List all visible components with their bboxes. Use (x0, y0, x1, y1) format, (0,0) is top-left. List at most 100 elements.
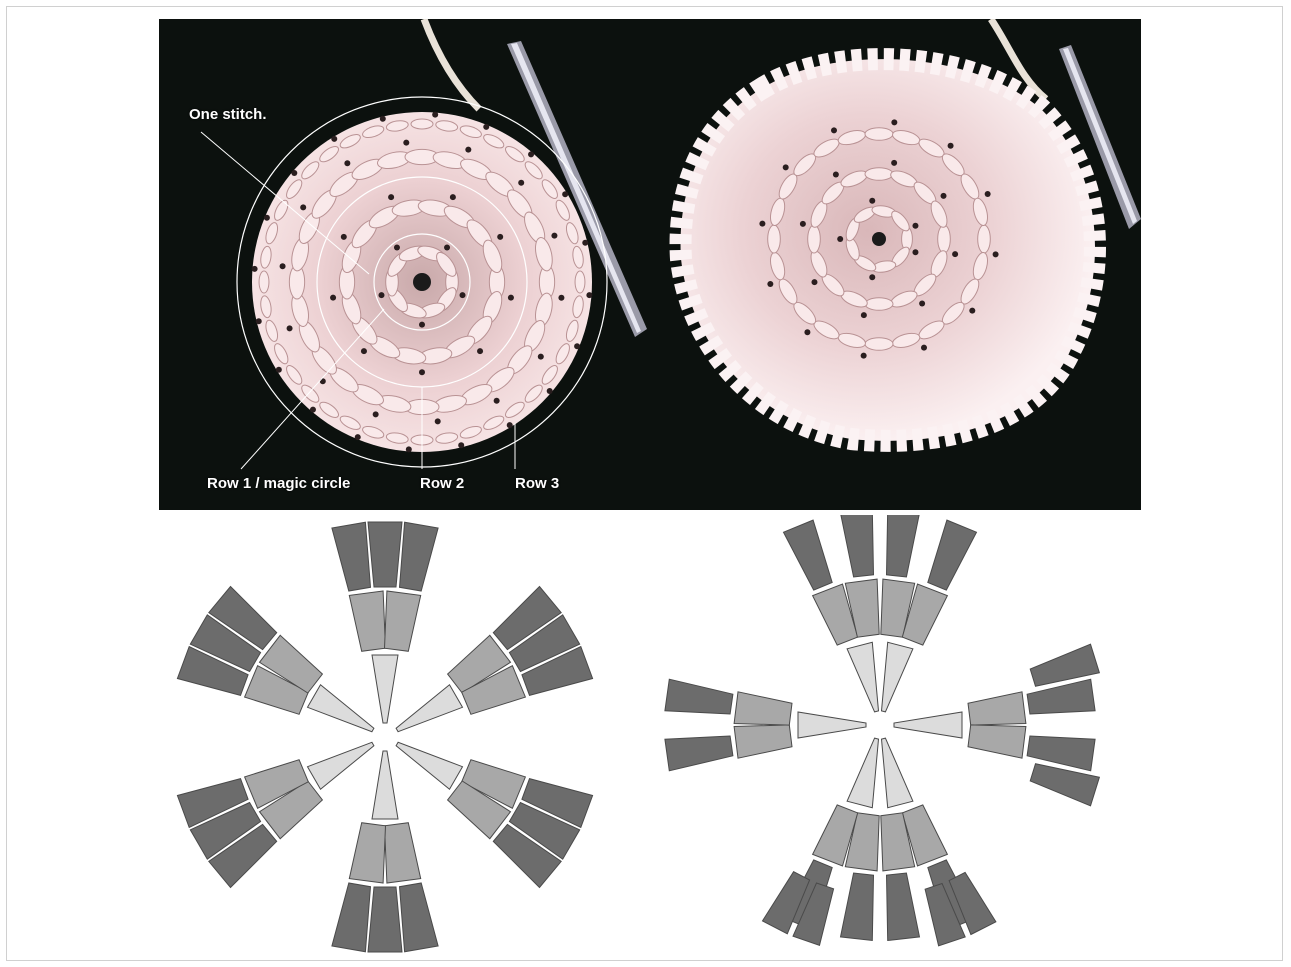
row1-stitch (396, 685, 462, 732)
flat-circle-stitch-diagram (165, 515, 620, 960)
stitch-gap (586, 292, 592, 298)
stitch-gap (891, 160, 897, 166)
stitch-gap (300, 204, 306, 210)
row3-stitch (841, 515, 874, 577)
label-row1-magic-circle: Row 1 / magic circle (207, 475, 350, 492)
stitch-gap (373, 411, 379, 417)
yarn-loop (938, 225, 951, 253)
stitch-gap (458, 442, 464, 448)
row1-stitch (308, 685, 374, 732)
row3-stitch (887, 873, 920, 941)
stitch-gap (759, 221, 765, 227)
stitch-gap (921, 345, 927, 351)
row3-stitch (368, 522, 402, 587)
row1-stitch (894, 712, 962, 738)
stitch-gap (969, 308, 975, 314)
stitch-gap (477, 348, 483, 354)
yarn-loop (808, 225, 821, 253)
stitch-gap (985, 191, 991, 197)
stitch-gap (494, 398, 500, 404)
yarn-loop (865, 298, 893, 311)
stitch-gap (869, 198, 875, 204)
row1-stitch (372, 751, 398, 819)
stitch-gap (508, 295, 514, 301)
stitch-gap (582, 240, 588, 246)
stitch-gap (378, 292, 384, 298)
stitch-gap (394, 245, 400, 251)
stitch-gap (355, 434, 361, 440)
row3-stitch (841, 873, 874, 941)
stitch-gap (558, 295, 564, 301)
row1-stitch (308, 742, 374, 789)
row2-stitch (349, 591, 385, 651)
row2-stitch (385, 591, 421, 651)
row2-stitch (349, 823, 385, 883)
label-row3: Row 3 (515, 475, 559, 492)
cupped-stitch-diagram (660, 515, 1120, 960)
row3-stitch (928, 520, 977, 590)
stitch-gap (310, 407, 316, 413)
stitch-gap (952, 251, 958, 257)
stitch-gap (450, 194, 456, 200)
yarn-loop (978, 225, 991, 253)
row1-stitch (372, 655, 398, 723)
stitch-gap (252, 266, 258, 272)
yarn-loop (865, 128, 893, 141)
cupped-crochet-illustration (651, 19, 1141, 510)
row1-stitch (847, 642, 878, 712)
center-hole-right (872, 232, 886, 246)
stitch-gap (287, 325, 293, 331)
row2-stitch (734, 725, 792, 758)
stitch-gap (833, 171, 839, 177)
stitch-gap (280, 263, 286, 269)
stitch-gap (538, 354, 544, 360)
row1-stitch (798, 712, 866, 738)
row3-stitch (665, 679, 733, 714)
row3-stitch (332, 522, 371, 591)
stitch-gap (891, 119, 897, 125)
stitch-gap (861, 312, 867, 318)
photo-cupped-crochet (651, 19, 1141, 510)
stitch-gap (465, 147, 471, 153)
stitch-gap (507, 422, 513, 428)
stitch-gap (869, 274, 875, 280)
row1-stitch (882, 642, 913, 712)
stitch-gap (256, 318, 262, 324)
stitch-gap (804, 329, 810, 335)
yarn-loop (411, 119, 433, 129)
stitch-gap (919, 301, 925, 307)
stitch-gap (444, 245, 450, 251)
stitch-gap (811, 279, 817, 285)
flat-stitch-chart (165, 515, 620, 960)
stitch-gap (406, 446, 412, 452)
stitch-gap (912, 223, 918, 229)
stitch-gap (783, 164, 789, 170)
row2-stitch (385, 823, 421, 883)
stitch-gap (341, 234, 347, 240)
yarn-loop (865, 168, 893, 181)
label-one-stitch: One stitch. (189, 106, 267, 123)
row3-stitch (400, 883, 439, 952)
stitch-gap (419, 369, 425, 375)
row2-stitch (968, 725, 1026, 758)
stitch-gap (861, 353, 867, 359)
yarn-loop (865, 338, 893, 351)
stitch-gap (361, 348, 367, 354)
row3-stitch (332, 883, 371, 952)
stitch-gap (432, 112, 438, 118)
yarn-loop (768, 225, 781, 253)
stitch-gap (941, 193, 947, 199)
stitch-gap (380, 116, 386, 122)
stitch-gap (574, 343, 580, 349)
stitch-gap (330, 295, 336, 301)
cupped-stitch-chart (660, 515, 1120, 960)
stitch-gap (264, 215, 270, 221)
stitch-gap (291, 170, 297, 176)
stitch-gap (912, 249, 918, 255)
stitch-gap (993, 251, 999, 257)
stitch-gap (497, 234, 503, 240)
center-hole (413, 273, 431, 291)
row2-stitch (734, 692, 792, 725)
row2-stitch (968, 692, 1026, 725)
flat-circle-illustration (159, 19, 651, 510)
